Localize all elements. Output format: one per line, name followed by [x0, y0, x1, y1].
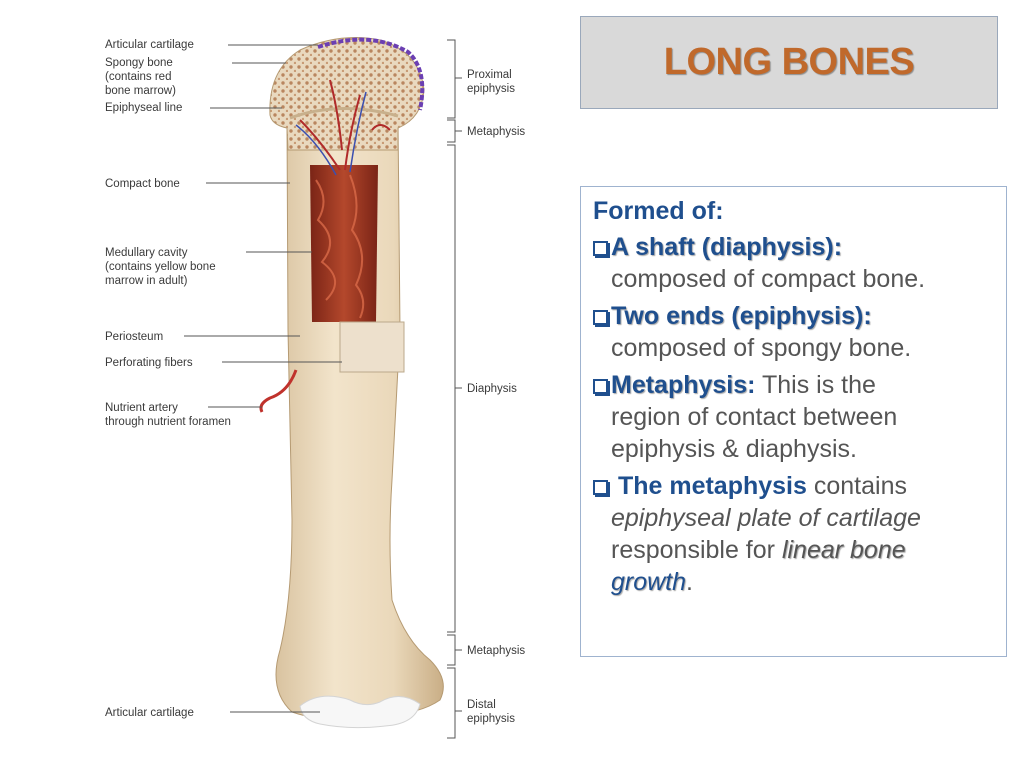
long-bone-diagram: Articular cartilage Spongy bone (contain… [105, 37, 525, 739]
periosteum-flap [339, 321, 405, 373]
bone-illustration [259, 37, 444, 729]
bullet-text-c: epiphysis & diaphysis. [611, 435, 857, 463]
checkbox-bullet-icon [593, 241, 608, 256]
label-proximal-epiphysis: Proximal [467, 69, 512, 81]
label-medullary-cavity-2: (contains yellow bone [105, 261, 216, 273]
label-metaphysis-bottom: Metaphysis [467, 645, 525, 657]
medullary-cavity [310, 165, 378, 322]
checkbox-bullet-icon [593, 310, 608, 325]
bullet-term: Metaphysis [611, 371, 748, 399]
checkbox-bullet-icon [593, 480, 608, 495]
label-epiphyseal-line: Epiphyseal line [105, 102, 182, 114]
label-articular-cartilage-bottom: Articular cartilage [105, 707, 194, 719]
label-spongy-bone-3: bone marrow) [105, 85, 176, 97]
label-medullary-cavity-3: marrow in adult) [105, 275, 188, 287]
bullet-text-e: growth [611, 568, 687, 596]
bullet-text: composed of compact bone. [611, 265, 926, 293]
checkbox-bullet-icon [593, 379, 608, 394]
bullet-colon: : [747, 371, 756, 399]
content-box: Formed of: A shaft (diaphysis): composed… [580, 186, 1007, 657]
marrow-texture [315, 174, 365, 319]
nutrient-artery [259, 369, 298, 413]
label-medullary-cavity: Medullary cavity [105, 247, 188, 259]
bullet-text-b: region of contact between [611, 403, 898, 431]
bullet-shaft: A shaft (diaphysis): composed of compact… [593, 231, 996, 295]
bullet-metaphysis-contains: The metaphysis contains epiphyseal plate… [593, 470, 996, 598]
left-leader-lines [184, 44, 342, 713]
label-spongy-bone-2: (contains red [105, 71, 171, 83]
label-proximal-epiphysis-2: epiphysis [467, 83, 515, 95]
blood-vessels-blue [295, 91, 367, 176]
epiphyseal-line [289, 106, 399, 120]
bullet-text-f: . [686, 568, 693, 596]
label-diaphysis: Diaphysis [467, 383, 517, 395]
label-distal-epiphysis: Distal [467, 699, 496, 711]
label-compact-bone: Compact bone [105, 178, 180, 190]
label-perforating-fibers: Perforating fibers [105, 357, 193, 369]
right-brackets [447, 39, 462, 739]
label-nutrient-artery-2: through nutrient foramen [105, 416, 231, 428]
label-articular-cartilage-top: Articular cartilage [105, 39, 194, 51]
bullet-term: A shaft (diaphysis): [611, 233, 843, 261]
articular-cartilage-arc [317, 37, 425, 111]
label-metaphysis-top: Metaphysis [467, 126, 525, 138]
title-box: LONG BONES [580, 16, 998, 109]
bullet-term: Two ends (epiphysis): [611, 302, 872, 330]
proximal-epiphysis [269, 37, 425, 151]
label-distal-epiphysis-2: epiphysis [467, 713, 515, 725]
content-heading: Formed of: [593, 197, 724, 225]
label-spongy-bone: Spongy bone [105, 57, 173, 69]
page-title: LONG BONES [663, 41, 915, 83]
bullet-text-c: responsible for [611, 536, 775, 564]
bullet-text-a: contains [813, 472, 907, 500]
bullet-text-b: epiphyseal plate of cartilage [611, 504, 921, 532]
bullet-term: The metaphysis [617, 472, 807, 500]
distal-articular-cartilage [299, 695, 421, 729]
bullet-metaphysis: Metaphysis: This is the region of contac… [593, 369, 996, 465]
bullet-text: composed of spongy bone. [611, 334, 912, 362]
label-nutrient-artery: Nutrient artery [105, 402, 178, 414]
bullet-text-d: linear bone [781, 536, 906, 564]
bullet-text-a: This is the [762, 371, 876, 399]
blood-vessels [299, 79, 391, 171]
bullet-ends: Two ends (epiphysis): composed of spongy… [593, 300, 996, 364]
label-periosteum: Periosteum [105, 331, 163, 343]
